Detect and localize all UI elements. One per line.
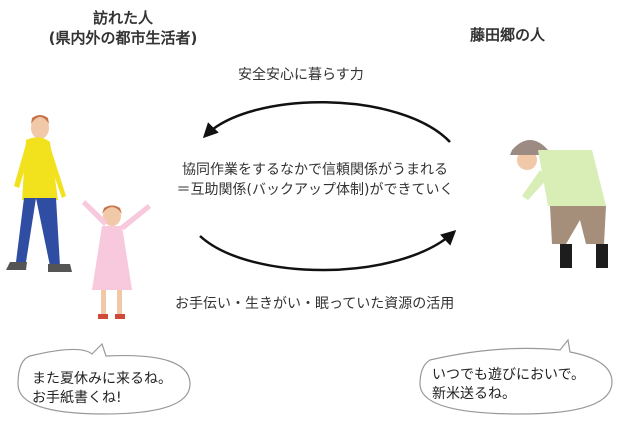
visitor-title: 訪れた人: [92, 9, 153, 27]
bottom-arrow: [199, 229, 457, 272]
visitor-girl-figure: [82, 200, 151, 319]
left-speech-bubble: [17, 342, 191, 415]
right-bubble-line-2: 新米送るね。: [432, 386, 516, 402]
left-bubble-line-2: お手紙書くね!: [32, 390, 122, 406]
bottom-arrow-label: お手伝い・生きがい・眠っていた資源の活用: [175, 296, 455, 312]
left-bubble-text: また夏休みに来るね。 お手紙書くね!: [32, 370, 172, 408]
right-speech-bubble: [419, 338, 613, 415]
top-arrow-label: 安全安心に暮らす力: [238, 67, 364, 83]
local-farmer-figure: [510, 140, 608, 268]
right-bubble-line-1: いつでも遊びにおいで。: [432, 367, 586, 383]
center-line-2: ＝互助関係(バックアップ体制)ができていく: [176, 182, 454, 198]
right-bubble-text: いつでも遊びにおいで。 新米送るね。: [432, 366, 585, 404]
top-arrow: [202, 100, 451, 143]
center-text: 協同作業をするなかで信頼関係がうまれる ＝互助関係(バックアップ体制)ができてい…: [155, 160, 475, 200]
local-title: 藤田郷の人: [470, 26, 546, 44]
left-bubble-line-1: また夏休みに来るね。: [32, 371, 172, 387]
visitor-subtitle: (県内外の都市生活者): [48, 29, 198, 47]
visitor-man-figure: [6, 115, 72, 272]
visitor-heading: 訪れた人 (県内外の都市生活者): [18, 8, 228, 48]
center-line-1: 協同作業をするなかで信頼関係がうまれる: [182, 162, 448, 178]
